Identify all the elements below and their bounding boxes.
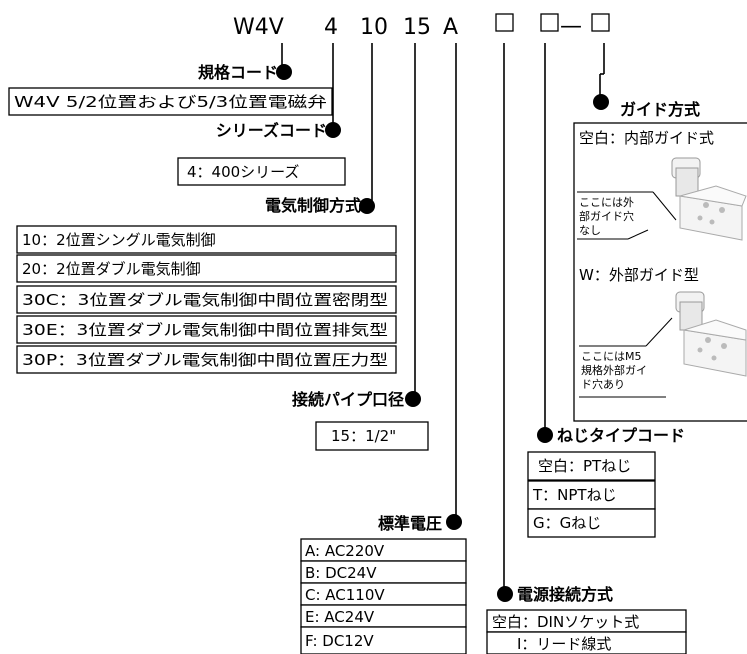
port-value: 15：1/2" [331,427,396,445]
control-row [16,345,397,374]
port-box [315,421,429,451]
series-code-dot [325,122,341,138]
power-row [486,631,687,654]
power-item: 空白：DINソケット式 [492,613,639,631]
power-table: 空白：DINソケット式 I：リード線式 [486,609,687,654]
control-dot [359,198,375,214]
series-code-value: 4：400シリーズ [187,163,299,181]
code-thread-box [540,13,559,32]
control-row [16,254,397,283]
guide-external-label: W：外部ガイド型 [579,266,699,284]
control-table: 10：2位置シングル電気制御 20：2位置ダブル電気制御 30C：3位置ダブル電… [16,225,397,374]
guide-internal-label: 空白：内部ガイド式 [579,129,714,147]
guide-title: ガイド方式 [620,100,700,119]
series-code-title: シリーズコード [216,121,327,140]
code-voltage: A [443,15,458,40]
internal-guide-note: 部ガイド穴 [579,209,634,223]
port-title: 接続パイプ口径 [292,390,404,409]
spec-code-dot [276,64,292,80]
internal-guide-note: なし [579,224,601,237]
control-row [16,285,397,314]
spec-code-box [8,87,333,116]
control-item: 20：2位置ダブル電気制御 [22,260,201,278]
port-dot [405,391,421,407]
external-guide-note: ここにはM5 [581,350,642,363]
thread-table: 空白：PTねじ T：NPTねじ G：Gねじ [527,451,656,538]
thread-row [527,480,656,510]
internal-guide-note: ここには外 [579,196,634,209]
spec-code-title: 規格コード [198,63,278,82]
code-series: 4 [324,15,338,40]
guide-dot [593,94,609,110]
power-title: 電源接続方式 [517,585,613,604]
voltage-item: F: DC12V [305,632,374,650]
control-item: 30E：3位置ダブル電気制御中間位置排気型 [22,321,388,339]
code-guide-box [591,13,610,32]
control-title: 電気制御方式 [265,196,361,215]
power-item: I：リード線式 [517,635,611,653]
thread-dot [537,427,553,443]
thread-title: ねじタイプコード [557,426,685,445]
thread-row [527,451,656,481]
code-control: 10 [360,15,388,40]
code-dash: — [560,14,582,39]
code-port: 15 [403,15,431,40]
voltage-row [300,626,467,654]
control-item: 10：2位置シングル電気制御 [22,231,216,249]
control-row [16,315,397,344]
internal-guide-valve-image [671,157,747,241]
voltage-title: 標準電圧 [378,514,442,533]
voltage-table: A: AC220V B: DC24V C: AC110V E: AC24V F:… [300,538,467,654]
voltage-item: C: AC110V [305,586,385,604]
voltage-item: E: AC24V [305,608,375,626]
series-code-box [177,157,346,186]
voltage-item: A: AC220V [305,542,385,560]
thread-item: 空白：PTねじ [538,457,631,475]
voltage-item: B: DC24V [305,564,377,582]
control-row [16,225,397,254]
power-dot [497,586,513,602]
external-guide-note: ド穴あり [581,377,625,391]
control-item: 30P：3位置ダブル電気制御中間位置圧力型 [22,351,388,369]
guide-panel [573,122,747,422]
code-w4v: W4V [233,15,284,40]
code-power-box [495,13,514,32]
voltage-dot [446,514,462,530]
spec-code-value: W4V 5/2位置および5/3位置電磁弁 [14,93,327,111]
external-guide-note: 規格外部ガイ [581,363,647,377]
control-item: 30C：3位置ダブル電気制御中間位置密閉型 [22,291,388,309]
thread-row [527,508,656,538]
thread-item: G：Gねじ [533,514,601,532]
external-guide-valve-image [675,291,747,377]
thread-item: T：NPTねじ [532,486,617,504]
